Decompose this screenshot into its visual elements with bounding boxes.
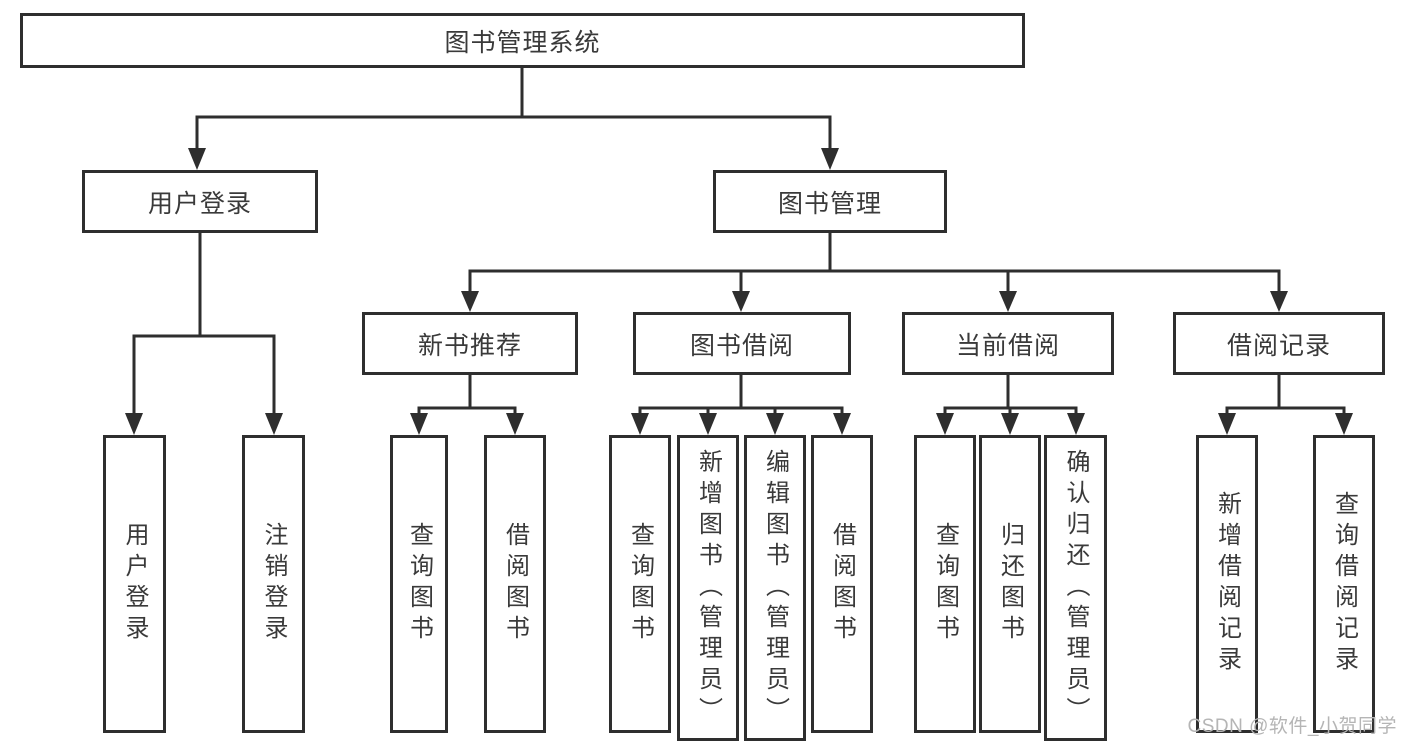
node-label: 新书推荐 (417, 331, 522, 360)
connector-current-borrow-branch (936, 375, 1085, 435)
node-label: 用户登录 (121, 522, 148, 646)
node-leaf-borrow-book: 借阅图书 (484, 435, 546, 733)
connector-book-management-branch (461, 233, 1288, 312)
node-leaf-borrow-book-2: 借阅图书 (811, 435, 873, 733)
node-library-management-system: 图书管理系统 (20, 13, 1025, 68)
node-label: 编辑图书（管理员） (761, 448, 789, 728)
node-book-management: 图书管理 (713, 170, 947, 233)
node-label: 新增借阅记录 (1213, 491, 1241, 677)
node-label: 借阅图书 (828, 522, 856, 646)
node-leaf-add-book-admin: 新增图书（管理员） (677, 435, 739, 741)
node-label: 归还图书 (996, 522, 1024, 646)
node-label: 新增图书（管理员） (694, 448, 722, 728)
node-label: 借阅图书 (501, 522, 529, 646)
node-label: 查询图书 (931, 522, 959, 646)
node-label: 当前借阅 (955, 331, 1060, 360)
node-leaf-query-book-3: 查询图书 (914, 435, 976, 733)
node-leaf-query-borrow-record: 查询借阅记录 (1313, 435, 1375, 733)
node-current-borrowing: 当前借阅 (902, 312, 1114, 375)
node-label: 图书管理系统 (444, 28, 601, 57)
node-leaf-query-book: 查询图书 (390, 435, 448, 733)
connector-borrow-records-branch (1218, 375, 1353, 435)
node-leaf-return-book: 归还图书 (979, 435, 1041, 733)
node-leaf-add-borrow-record: 新增借阅记录 (1196, 435, 1258, 733)
node-label: 图书管理 (777, 189, 882, 218)
node-leaf-logout: 注销登录 (242, 435, 305, 733)
connector-root-branch (188, 68, 839, 170)
node-user-login: 用户登录 (82, 170, 318, 233)
node-leaf-edit-book-admin: 编辑图书（管理员） (744, 435, 806, 741)
node-label: 注销登录 (260, 522, 287, 646)
csdn-watermark: CSDN @软件_小贺同学 (1187, 716, 1397, 737)
node-label: 查询图书 (405, 522, 433, 646)
node-book-borrowing: 图书借阅 (633, 312, 851, 375)
node-label: 查询借阅记录 (1330, 491, 1358, 677)
node-label: 图书借阅 (689, 331, 794, 360)
node-leaf-user-login: 用户登录 (103, 435, 166, 733)
connector-book-borrow-branch (631, 375, 851, 435)
node-leaf-query-book-2: 查询图书 (609, 435, 671, 733)
node-label: 查询图书 (626, 522, 654, 646)
connector-user-login-branch (125, 233, 283, 435)
node-new-book-recommendation: 新书推荐 (362, 312, 578, 375)
node-label: 借阅记录 (1226, 331, 1331, 360)
node-label: 确认归还（管理员） (1062, 448, 1089, 728)
node-label: 用户登录 (147, 189, 252, 218)
node-leaf-confirm-return-admin: 确认归还（管理员） (1044, 435, 1107, 741)
connector-new-book-branch (410, 375, 524, 435)
node-borrowing-records: 借阅记录 (1173, 312, 1385, 375)
